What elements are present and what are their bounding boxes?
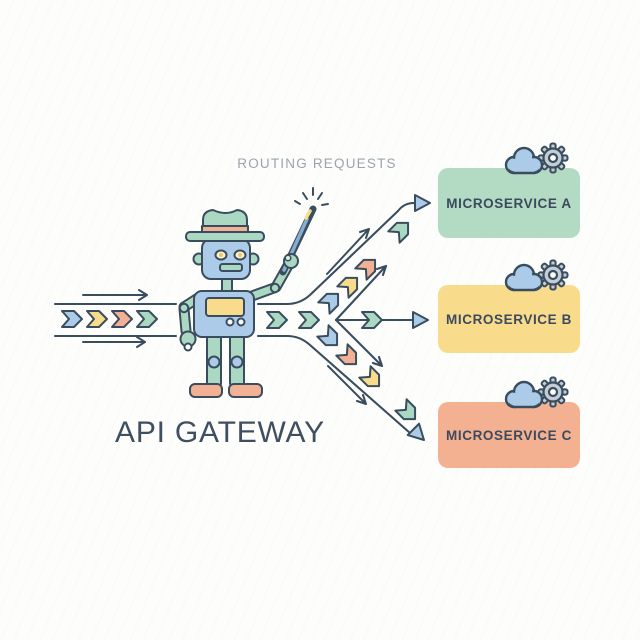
request-chevron bbox=[387, 216, 415, 244]
request-chevron bbox=[266, 311, 288, 329]
request-chevron bbox=[317, 287, 345, 315]
arrowhead-service-c bbox=[406, 422, 431, 447]
service-label-b: MICROSERVICE B bbox=[446, 311, 572, 327]
service-box-b bbox=[438, 285, 580, 353]
incoming-arrows bbox=[82, 289, 148, 348]
service-label-c: MICROSERVICE C bbox=[446, 427, 572, 443]
robot-button bbox=[236, 317, 246, 327]
request-chevron bbox=[86, 310, 108, 328]
robot-right-arm bbox=[246, 187, 329, 302]
diagram-title: API GATEWAY bbox=[115, 416, 325, 449]
robot-mouth bbox=[219, 263, 243, 272]
service-boxes bbox=[438, 142, 580, 468]
request-chevron bbox=[298, 311, 320, 329]
service-box-a bbox=[438, 168, 580, 238]
request-chevron bbox=[394, 398, 422, 426]
service-box-c bbox=[438, 402, 580, 468]
fedora-hat-icon bbox=[185, 209, 265, 242]
robot-foot bbox=[189, 383, 223, 398]
robot-screen bbox=[205, 297, 245, 317]
request-chevron bbox=[316, 324, 344, 352]
robot-knee bbox=[207, 355, 221, 369]
request-chevron bbox=[111, 310, 133, 328]
robot-mascot bbox=[178, 187, 329, 398]
routing-arrows bbox=[326, 228, 370, 405]
sparkle-icon bbox=[294, 187, 329, 206]
robot-knee bbox=[230, 355, 244, 369]
request-chevron bbox=[136, 310, 158, 328]
service-label-a: MICROSERVICE A bbox=[446, 195, 572, 211]
request-chevron bbox=[61, 310, 83, 328]
routing-requests-label: ROUTING REQUESTS bbox=[237, 156, 397, 171]
arrowhead-service-b bbox=[412, 311, 429, 329]
request-chevron bbox=[335, 343, 363, 371]
request-chevron bbox=[358, 365, 386, 393]
arrowhead-service-a bbox=[414, 194, 431, 212]
robot-foot bbox=[228, 383, 263, 398]
hat-brim bbox=[185, 231, 265, 242]
robot-button bbox=[225, 317, 235, 327]
